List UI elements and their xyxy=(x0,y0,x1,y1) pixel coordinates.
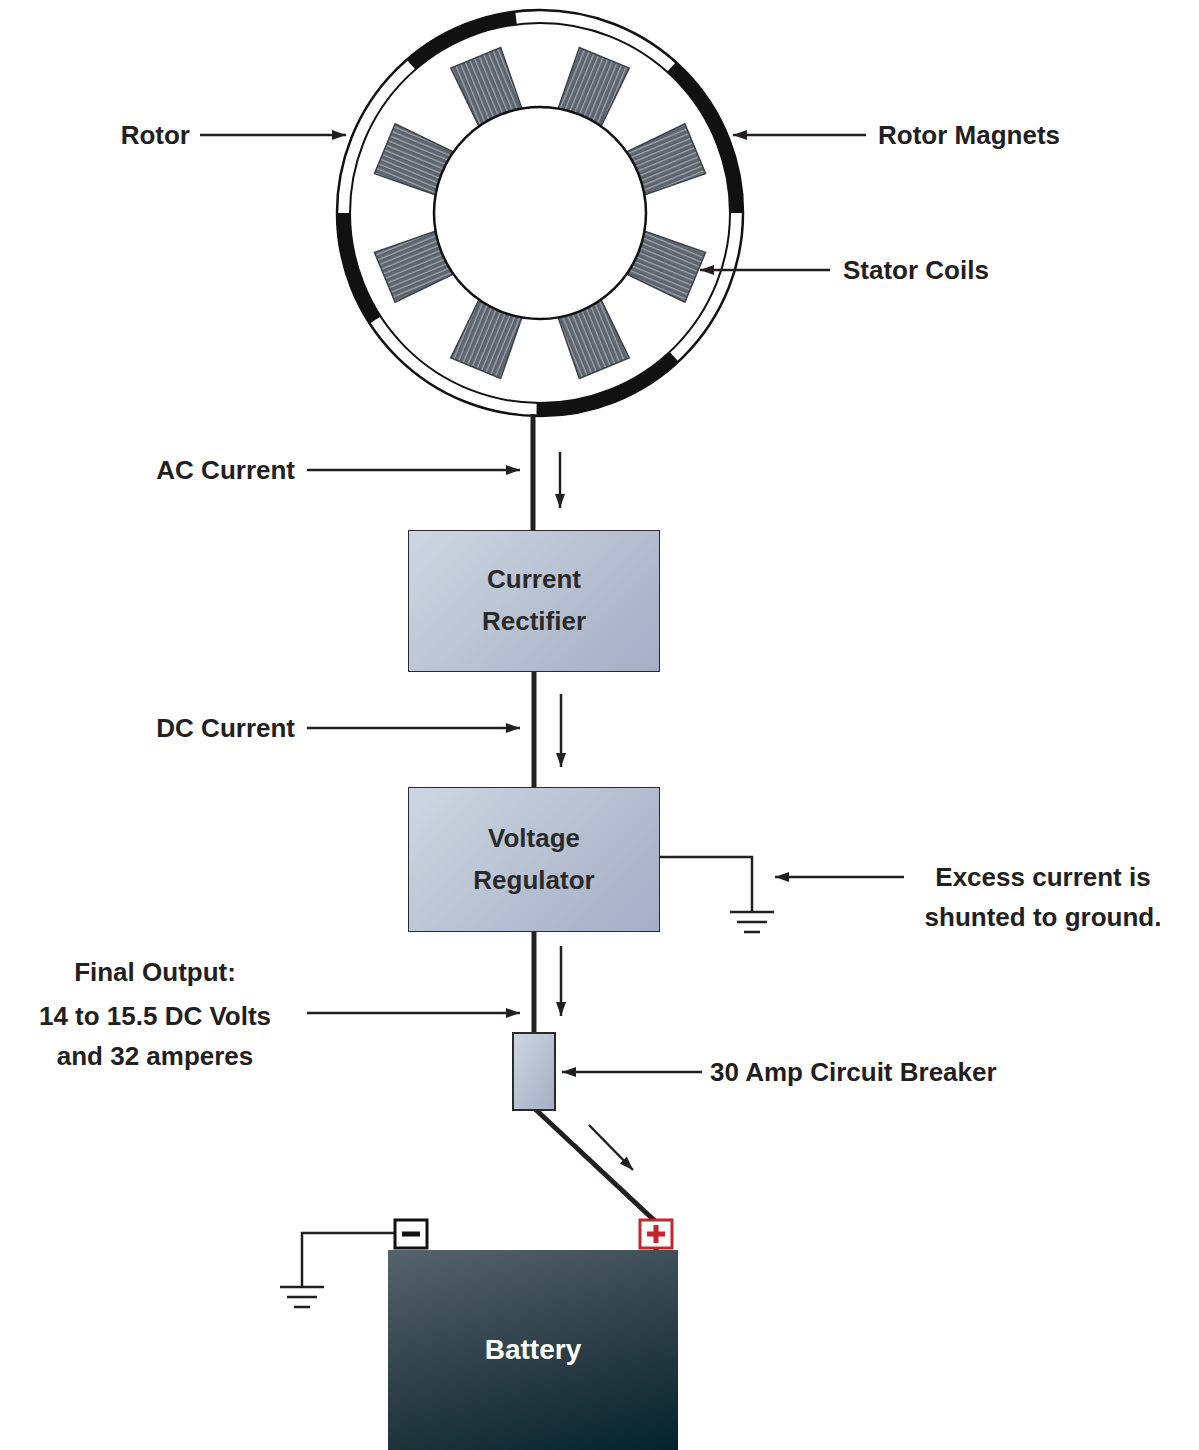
stator-hub xyxy=(434,107,646,319)
rotor-magnets xyxy=(344,18,737,410)
ground-wire xyxy=(302,1233,396,1287)
leader-line xyxy=(700,269,830,272)
leader-line xyxy=(307,1012,520,1015)
part-label: Rotor xyxy=(121,115,190,155)
ac-wire xyxy=(531,414,536,531)
flow-arrow xyxy=(560,946,563,1016)
circuit-breaker xyxy=(513,1033,555,1110)
battery-body: Battery xyxy=(388,1250,678,1450)
rotor-magnet xyxy=(344,213,376,320)
flow-arrow xyxy=(589,1125,633,1170)
box-label: Voltage Regulator xyxy=(449,818,619,901)
box-label: Battery xyxy=(485,1328,581,1373)
note-label: Excess current is shunted to ground. xyxy=(917,857,1169,938)
part-label: Rotor Magnets xyxy=(878,115,1060,155)
leader-line xyxy=(307,469,520,472)
output-heading: Final Output: xyxy=(74,952,236,992)
regulator-box: Voltage Regulator xyxy=(408,787,660,932)
leader-line xyxy=(733,134,866,137)
wire-line xyxy=(532,672,537,787)
signal-label: DC Current xyxy=(156,708,295,748)
flow-arrow xyxy=(559,452,562,508)
ground-symbol xyxy=(280,1287,324,1307)
negative-terminal xyxy=(395,1220,427,1248)
leader-line xyxy=(200,134,346,137)
box-label: Current Rectifier xyxy=(449,559,619,642)
signal-label: AC Current xyxy=(156,450,295,490)
part-label: Stator Coils xyxy=(843,250,989,290)
rotor-ring xyxy=(337,10,743,416)
leader-line xyxy=(562,1071,702,1074)
ground-symbol xyxy=(730,912,774,932)
leader-line xyxy=(307,727,520,730)
rectifier-box: Current Rectifier xyxy=(408,530,660,672)
part-label: 30 Amp Circuit Breaker xyxy=(710,1052,997,1092)
power-wire xyxy=(534,672,561,787)
output-spec: 14 to 15.5 DC Volts and 32 amperes xyxy=(30,996,280,1077)
positive-terminal xyxy=(640,1220,672,1248)
minus-sign xyxy=(402,1232,420,1237)
rotor-inner-edge xyxy=(350,23,730,403)
stator-coils xyxy=(374,47,705,378)
flow-arrow xyxy=(560,694,563,767)
leader-line xyxy=(775,876,904,879)
plus-sign xyxy=(654,1225,659,1243)
ground-wire xyxy=(660,857,752,912)
